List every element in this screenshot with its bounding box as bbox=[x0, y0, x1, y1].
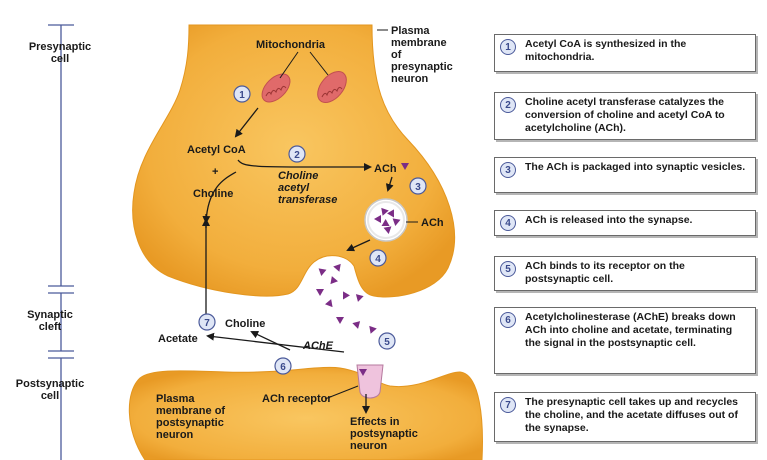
step-marker-1: 1 bbox=[233, 85, 251, 103]
mitochondrion-1 bbox=[261, 73, 291, 103]
step-box-6: 6 Acetylcholinesterase (AChE) breaks down… bbox=[494, 307, 756, 374]
step-box-5: 5 ACh binds to its receptor on the postsy… bbox=[494, 256, 756, 291]
step-box-3: 3 The ACh is packaged into synaptic vesic… bbox=[494, 157, 756, 193]
step-text: The presynaptic cell takes up and recycl… bbox=[525, 396, 739, 434]
ach-receptor-label: ACh receptor bbox=[262, 393, 332, 405]
acetate-label: Acetate bbox=[158, 333, 198, 345]
ach-molecule bbox=[318, 268, 327, 276]
acetyl-coa-label: Acetyl CoA bbox=[187, 144, 246, 156]
ach-molecule bbox=[381, 219, 390, 226]
step-text: ACh binds to its receptor on the postsyn… bbox=[525, 260, 685, 285]
step-box-1: 1 Acetyl CoA is synthesized in the mitoch… bbox=[494, 34, 756, 72]
step-marker-2: 2 bbox=[288, 145, 306, 163]
ach-molecule bbox=[369, 325, 377, 334]
step-marker-7: 7 bbox=[198, 313, 216, 331]
plus-label: + bbox=[212, 166, 218, 178]
ach-molecule bbox=[374, 215, 381, 223]
ach-molecule bbox=[383, 226, 392, 234]
postsynaptic-cell bbox=[128, 366, 483, 460]
step-number: 6 bbox=[500, 312, 516, 328]
ach-molecule bbox=[387, 209, 394, 218]
step-number: 7 bbox=[500, 397, 516, 413]
ach-molecule bbox=[355, 294, 364, 302]
step-box-4: 4 ACh is released into the synapse. bbox=[494, 210, 756, 236]
pathway-arrows bbox=[202, 107, 394, 414]
ach-molecule bbox=[401, 163, 409, 170]
step-marker-5: 5 bbox=[378, 332, 396, 350]
ache-label: AChE bbox=[302, 340, 334, 352]
ach-molecule bbox=[333, 263, 341, 272]
mitochondrion-2 bbox=[317, 71, 347, 103]
svg-text:4: 4 bbox=[375, 254, 381, 265]
step-number: 1 bbox=[500, 39, 516, 55]
ach-molecule bbox=[325, 299, 333, 308]
step-text: Acetylcholinesterase (AChE) breaks down … bbox=[525, 311, 736, 349]
ach-molecule bbox=[352, 321, 361, 329]
step-marker-6: 6 bbox=[274, 357, 292, 375]
ach-molecule bbox=[392, 218, 401, 226]
ach-molecule bbox=[316, 289, 324, 296]
ach-vesicle-label: ACh bbox=[421, 217, 444, 229]
step-number: 2 bbox=[500, 97, 516, 113]
step-text: Acetyl CoA is synthesized in the mitocho… bbox=[525, 38, 687, 63]
step-text: Choline acetyl transferase catalyzes the… bbox=[525, 96, 725, 134]
region-scale-bar bbox=[48, 24, 74, 460]
step-number: 5 bbox=[500, 261, 516, 277]
step-number: 4 bbox=[500, 215, 516, 231]
ach-molecule bbox=[330, 276, 338, 285]
mitochondria-label: Mitochondria bbox=[256, 39, 326, 51]
step-text: ACh is released into the synapse. bbox=[525, 214, 693, 226]
ach-molecule bbox=[343, 291, 350, 300]
ach-molecule bbox=[359, 369, 367, 376]
svg-text:3: 3 bbox=[415, 182, 421, 193]
step-marker-3: 3 bbox=[409, 177, 427, 195]
step-text: The ACh is packaged into synaptic vesicl… bbox=[525, 161, 746, 173]
svg-text:5: 5 bbox=[384, 337, 390, 348]
svg-text:2: 2 bbox=[294, 150, 300, 161]
step-box-2: 2 Choline acetyl transferase catalyzes th… bbox=[494, 92, 756, 140]
svg-text:6: 6 bbox=[280, 362, 286, 373]
svg-text:7: 7 bbox=[204, 318, 210, 329]
ach-molecules bbox=[316, 163, 409, 376]
choline-top-label: Choline bbox=[193, 188, 233, 200]
step-box-7: 7 The presynaptic cell takes up and recyc… bbox=[494, 392, 756, 442]
svg-text:1: 1 bbox=[239, 90, 245, 101]
step-number: 3 bbox=[500, 162, 516, 178]
ach-molecule bbox=[381, 207, 389, 216]
ach-molecule bbox=[336, 317, 344, 324]
choline-bottom-label: Choline bbox=[225, 318, 265, 330]
ach-top-label: ACh bbox=[374, 163, 397, 175]
step-marker-4: 4 bbox=[369, 249, 387, 267]
